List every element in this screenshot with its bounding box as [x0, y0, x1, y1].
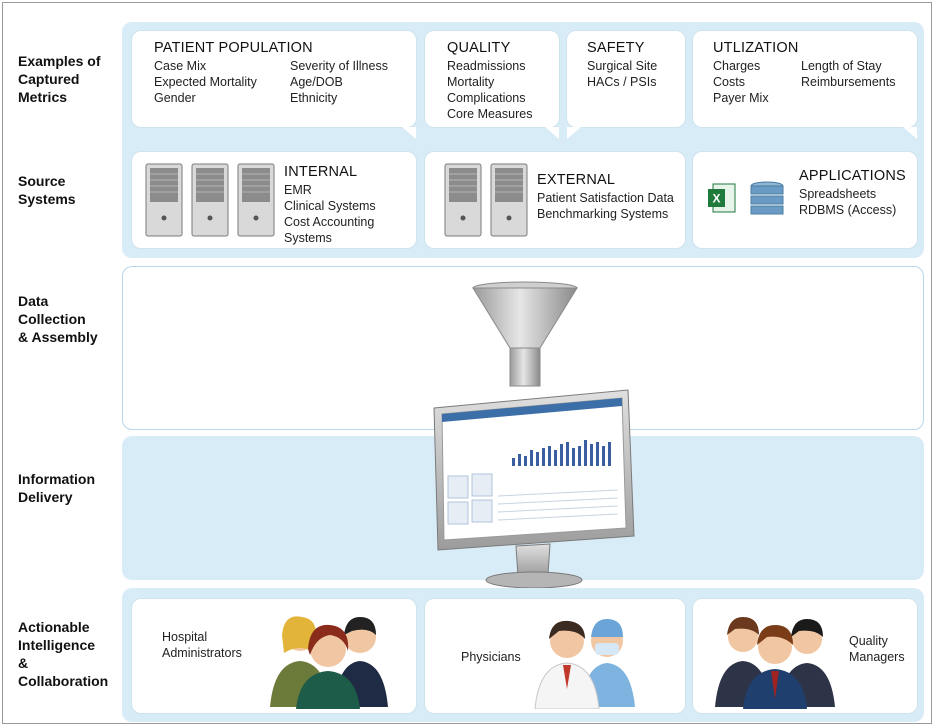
source-title: APPLICATIONS — [799, 168, 906, 184]
database-icon — [750, 181, 784, 215]
source-title: EXTERNAL — [537, 172, 616, 188]
metric-title: SAFETY — [587, 40, 645, 56]
server-icon — [145, 163, 275, 237]
audience-label: Physicians — [461, 650, 521, 664]
metric-title: QUALITY — [447, 40, 511, 56]
excel-icon: X — [708, 183, 736, 213]
server-icon — [444, 163, 528, 237]
svg-text:X: X — [712, 192, 720, 206]
metric-title: UTLIZATION — [713, 40, 799, 56]
audience-card-physicians: Physicians — [424, 598, 686, 714]
person-icon — [270, 616, 388, 709]
metric-title: PATIENT POPULATION — [154, 40, 313, 56]
source-title: INTERNAL — [284, 164, 358, 180]
person-icon — [534, 619, 635, 709]
funnel-icon — [472, 281, 578, 387]
monitor-icon — [433, 389, 635, 589]
person-icon — [715, 617, 835, 709]
